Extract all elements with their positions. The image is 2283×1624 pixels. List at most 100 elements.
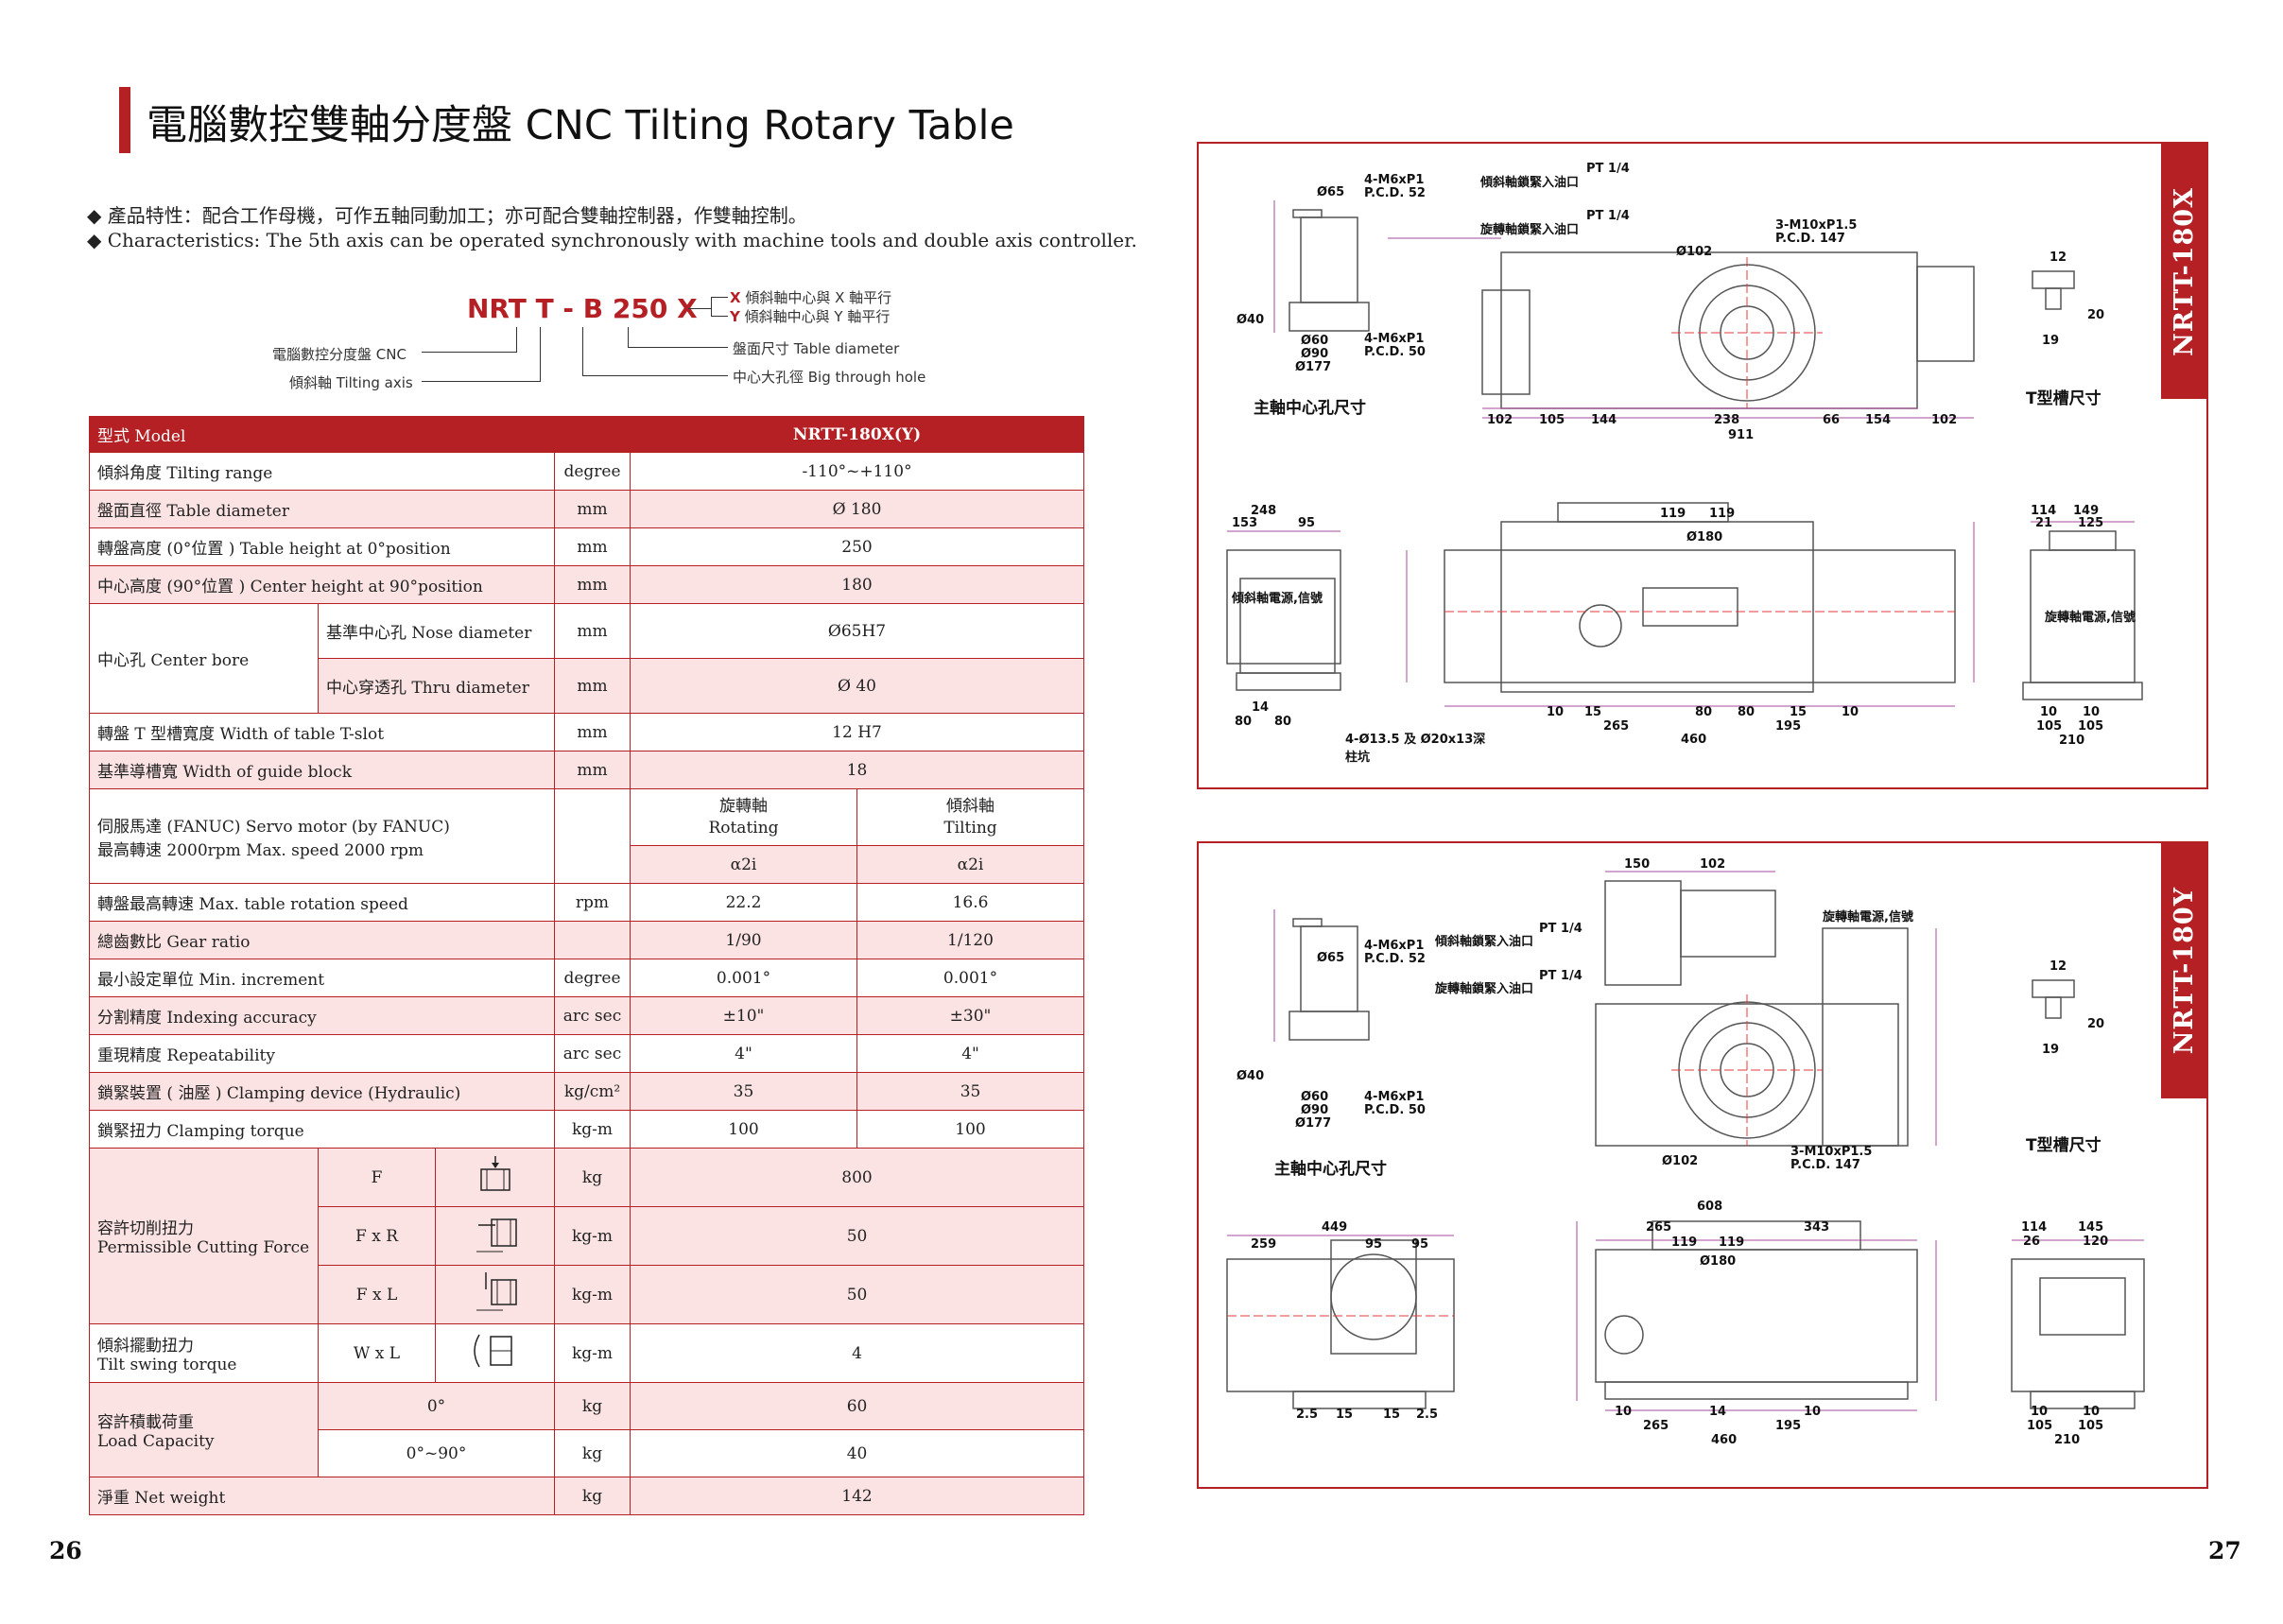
svg-text:119: 119 (1719, 1235, 1744, 1250)
svg-text:Ø180: Ø180 (1686, 530, 1722, 544)
svg-text:Ø40: Ø40 (1237, 313, 1264, 327)
svg-text:10: 10 (2083, 705, 2100, 719)
svg-text:10: 10 (2031, 1405, 2048, 1419)
page-number-right: 27 (2208, 1537, 2241, 1564)
features-en: ◆ Characteristics: The 5th axis can be o… (87, 229, 1137, 251)
svg-text:19: 19 (2042, 1043, 2059, 1057)
svg-text:150: 150 (1624, 857, 1650, 872)
svg-text:259: 259 (1251, 1237, 1276, 1252)
svg-text:265: 265 (1643, 1419, 1669, 1433)
svg-text:15: 15 (1790, 705, 1807, 719)
force-fxl-icon (476, 1272, 517, 1311)
svg-text:210: 210 (2059, 734, 2084, 748)
panel-x-tab: NRTT-180X (2161, 144, 2206, 399)
svg-text:460: 460 (1711, 1433, 1737, 1447)
svg-text:105: 105 (2078, 1419, 2103, 1433)
svg-text:2.5: 2.5 (1296, 1408, 1318, 1422)
svg-text:3-M10xP1.5: 3-M10xP1.5 (1775, 218, 1857, 233)
svg-text:10: 10 (2083, 1405, 2100, 1419)
svg-text:Ø180: Ø180 (1700, 1254, 1736, 1269)
svg-text:Ø60: Ø60 (1301, 1090, 1328, 1104)
svg-text:P.C.D. 50: P.C.D. 50 (1364, 345, 1426, 359)
svg-text:125: 125 (2078, 516, 2103, 530)
svg-text:Ø102: Ø102 (1676, 245, 1712, 259)
svg-text:144: 144 (1591, 413, 1617, 427)
model-code: NRT T - B 250 X (467, 293, 698, 324)
svg-text:114: 114 (2021, 1220, 2047, 1235)
svg-text:238: 238 (1714, 413, 1739, 427)
svg-text:20: 20 (2087, 308, 2104, 322)
svg-text:4-M6xP1: 4-M6xP1 (1364, 939, 1424, 953)
svg-text:旋轉軸電源,信號: 旋轉軸電源,信號 (1822, 909, 1913, 924)
svg-text:PT 1/4: PT 1/4 (1586, 209, 1630, 223)
svg-text:343: 343 (1804, 1220, 1829, 1235)
svg-text:旋轉軸鎖緊入油口: 旋轉軸鎖緊入油口 (1434, 981, 1533, 996)
svg-text:154: 154 (1865, 413, 1891, 427)
svg-text:P.C.D. 147: P.C.D. 147 (1775, 232, 1845, 246)
svg-text:柱坑: 柱坑 (1345, 750, 1370, 765)
page-title: 電腦數控雙軸分度盤 CNC Tilting Rotary Table (147, 102, 1014, 149)
table-row: 伺服馬達 (FANUC) Servo motor (by FANUC)最高轉速 … (89, 788, 1085, 884)
svg-text:210: 210 (2054, 1433, 2080, 1447)
swing-torque-icon (473, 1334, 512, 1368)
svg-text:P.C.D. 147: P.C.D. 147 (1790, 1158, 1860, 1172)
svg-text:15: 15 (1584, 705, 1601, 719)
svg-text:21: 21 (2035, 516, 2052, 530)
panel-x-tslot-caption: T型槽尺寸 (2026, 389, 2101, 408)
panel-y-tslot-caption: T型槽尺寸 (2026, 1136, 2101, 1155)
svg-text:PT 1/4: PT 1/4 (1586, 162, 1630, 176)
svg-text:3-M10xP1.5: 3-M10xP1.5 (1790, 1145, 1872, 1159)
svg-text:Ø40: Ø40 (1237, 1069, 1264, 1083)
svg-text:15: 15 (1383, 1408, 1400, 1422)
force-fxr-icon (476, 1218, 517, 1253)
panel-x-bore-caption: 主軸中心孔尺寸 (1254, 399, 1366, 418)
svg-text:Ø177: Ø177 (1295, 360, 1331, 374)
svg-text:14: 14 (1709, 1405, 1726, 1419)
svg-text:12: 12 (2050, 251, 2067, 265)
svg-text:95: 95 (1365, 1237, 1382, 1252)
svg-text:Ø65: Ø65 (1317, 185, 1344, 199)
svg-text:26: 26 (2023, 1235, 2040, 1249)
svg-text:195: 195 (1775, 1419, 1801, 1433)
svg-text:460: 460 (1681, 733, 1706, 747)
svg-text:265: 265 (1603, 719, 1629, 734)
svg-text:102: 102 (1487, 413, 1513, 427)
svg-text:114: 114 (2031, 504, 2056, 518)
svg-text:80: 80 (1695, 705, 1712, 719)
legend-diameter: 盤面尺寸 Table diameter (733, 340, 900, 357)
force-f-icon (479, 1156, 510, 1191)
svg-text:153: 153 (1232, 516, 1257, 530)
svg-text:449: 449 (1322, 1220, 1347, 1235)
svg-text:145: 145 (2078, 1220, 2103, 1235)
svg-text:120: 120 (2083, 1235, 2108, 1249)
table-row: 鎖緊裝置 ( 油壓 ) Clamping device (Hydraulic)k… (89, 1072, 1085, 1111)
svg-text:248: 248 (1251, 504, 1276, 518)
svg-text:95: 95 (1298, 516, 1315, 530)
svg-text:4-Ø13.5 及 Ø20x13深: 4-Ø13.5 及 Ø20x13深 (1345, 732, 1485, 747)
legend-hole: 中心大孔徑 Big through hole (733, 369, 926, 386)
svg-text:105: 105 (2027, 1419, 2052, 1433)
svg-text:P.C.D. 50: P.C.D. 50 (1364, 1103, 1426, 1117)
svg-text:12: 12 (2050, 959, 2067, 974)
svg-text:Ø102: Ø102 (1662, 1154, 1698, 1168)
svg-text:2.5: 2.5 (1416, 1408, 1438, 1422)
legend-cnc: 電腦數控分度盤 CNC (272, 346, 406, 363)
svg-text:20: 20 (2087, 1017, 2104, 1031)
svg-text:旋轉軸鎖緊入油口: 旋轉軸鎖緊入油口 (1479, 222, 1579, 237)
